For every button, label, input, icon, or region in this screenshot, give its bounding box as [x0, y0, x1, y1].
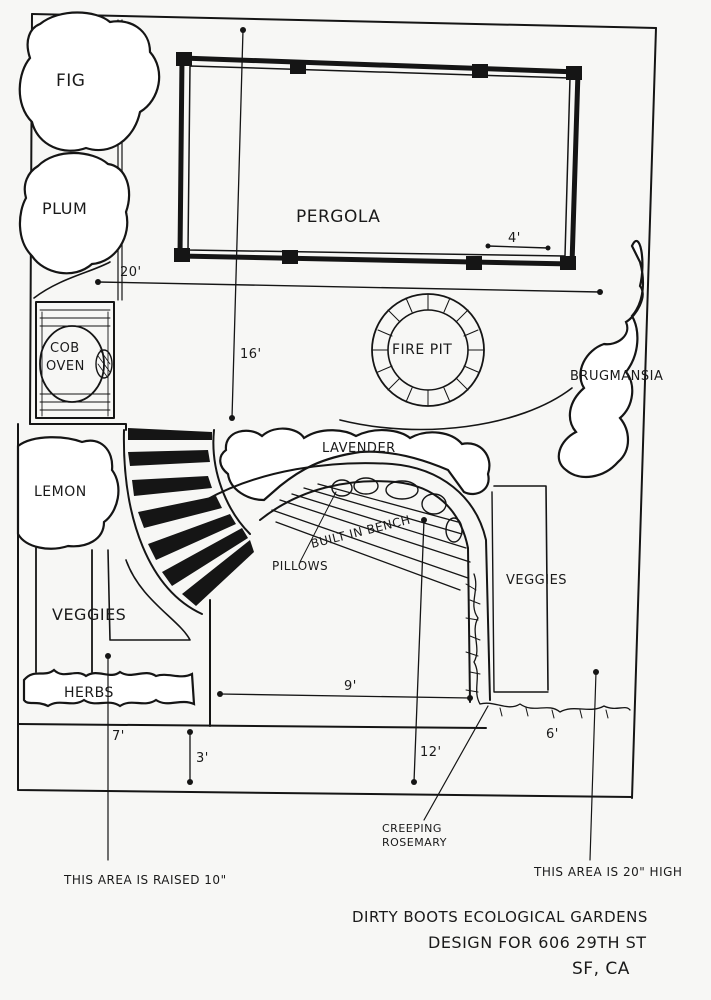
- dimension-16ft: 16': [229, 27, 262, 421]
- svg-text:LEMON: LEMON: [34, 484, 87, 500]
- built-in-bench: BUILT IN BENCH PILLOWS: [205, 462, 491, 703]
- dimension-6ft: 6': [546, 727, 559, 742]
- pergola-post: [466, 256, 482, 270]
- pergola-post: [560, 256, 576, 270]
- svg-text:HERBS: HERBS: [64, 685, 114, 701]
- svg-text:VEGGIES: VEGGIES: [52, 605, 126, 624]
- fig-tree: FIG: [18, 11, 161, 152]
- svg-text:CREEPING: CREEPING: [382, 822, 442, 835]
- pergola-post: [176, 52, 192, 66]
- pergola-label: PERGOLA: [296, 207, 380, 227]
- lavender-hedge: LAVENDER: [219, 427, 491, 502]
- svg-text:ROSEMARY: ROSEMARY: [382, 836, 447, 849]
- right-veggie-bed: VEGGIES: [491, 485, 567, 693]
- svg-text:BRUGMANSIA: BRUGMANSIA: [570, 369, 663, 384]
- title-line-2: DESIGN FOR 606 29TH ST: [428, 933, 647, 952]
- svg-text:COB: COB: [50, 341, 80, 356]
- dimension-7ft: 7': [112, 729, 125, 744]
- svg-text:12': 12': [420, 745, 442, 760]
- pergola-post: [282, 250, 298, 264]
- spiral-steps: [122, 428, 254, 615]
- title-block: DIRTY BOOTS ECOLOGICAL GARDENS DESIGN FO…: [352, 908, 648, 979]
- plum-tree: PLUM: [18, 151, 131, 275]
- svg-text:3': 3': [196, 751, 209, 766]
- dimension-3ft: 3': [187, 729, 209, 785]
- pergola: PERGOLA 4': [174, 52, 582, 270]
- brugmansia-shrub: BRUGMANSIA: [557, 239, 663, 478]
- svg-text:THIS AREA IS 20" HIGH: THIS AREA IS 20" HIGH: [533, 865, 682, 879]
- svg-text:BUILT IN BENCH: BUILT IN BENCH: [309, 513, 412, 551]
- lemon-tree: LEMON: [16, 436, 120, 550]
- dimension-12ft: 12': [411, 517, 442, 785]
- pergola-post: [472, 64, 488, 78]
- title-line-3: SF, CA: [572, 959, 630, 979]
- cob-oven: COB OVEN: [35, 301, 115, 419]
- dimension-20ft: 20': [95, 265, 603, 295]
- pergola-post: [290, 60, 306, 74]
- high-area-note: THIS AREA IS 20" HIGH: [533, 669, 682, 879]
- pergola-post: [174, 248, 190, 262]
- svg-text:PILLOWS: PILLOWS: [272, 559, 328, 573]
- svg-text:FIRE PIT: FIRE PIT: [392, 342, 452, 358]
- raised-area-note: THIS AREA IS RAISED 10": [63, 653, 227, 887]
- svg-text:16': 16': [240, 347, 262, 362]
- svg-text:VEGGIES: VEGGIES: [506, 573, 567, 588]
- fire-pit: FIRE PIT: [371, 293, 485, 407]
- svg-text:OVEN: OVEN: [46, 359, 85, 374]
- fig-label: FIG: [56, 71, 85, 91]
- creeping-rosemary: CREEPING ROSEMARY: [382, 573, 631, 849]
- svg-text:9': 9': [344, 679, 357, 694]
- title-line-1: DIRTY BOOTS ECOLOGICAL GARDENS: [352, 908, 648, 926]
- garden-path-edge: [339, 387, 573, 431]
- dimension-9ft: 9': [217, 679, 473, 701]
- dimension-4ft: 4': [508, 231, 521, 246]
- left-veggie-beds: VEGGIES HERBS: [22, 547, 196, 708]
- plum-label: PLUM: [42, 199, 87, 218]
- pergola-post: [566, 66, 582, 80]
- svg-text:THIS AREA IS RAISED 10": THIS AREA IS RAISED 10": [63, 873, 227, 887]
- svg-text:LAVENDER: LAVENDER: [322, 441, 396, 456]
- svg-text:20': 20': [120, 265, 142, 280]
